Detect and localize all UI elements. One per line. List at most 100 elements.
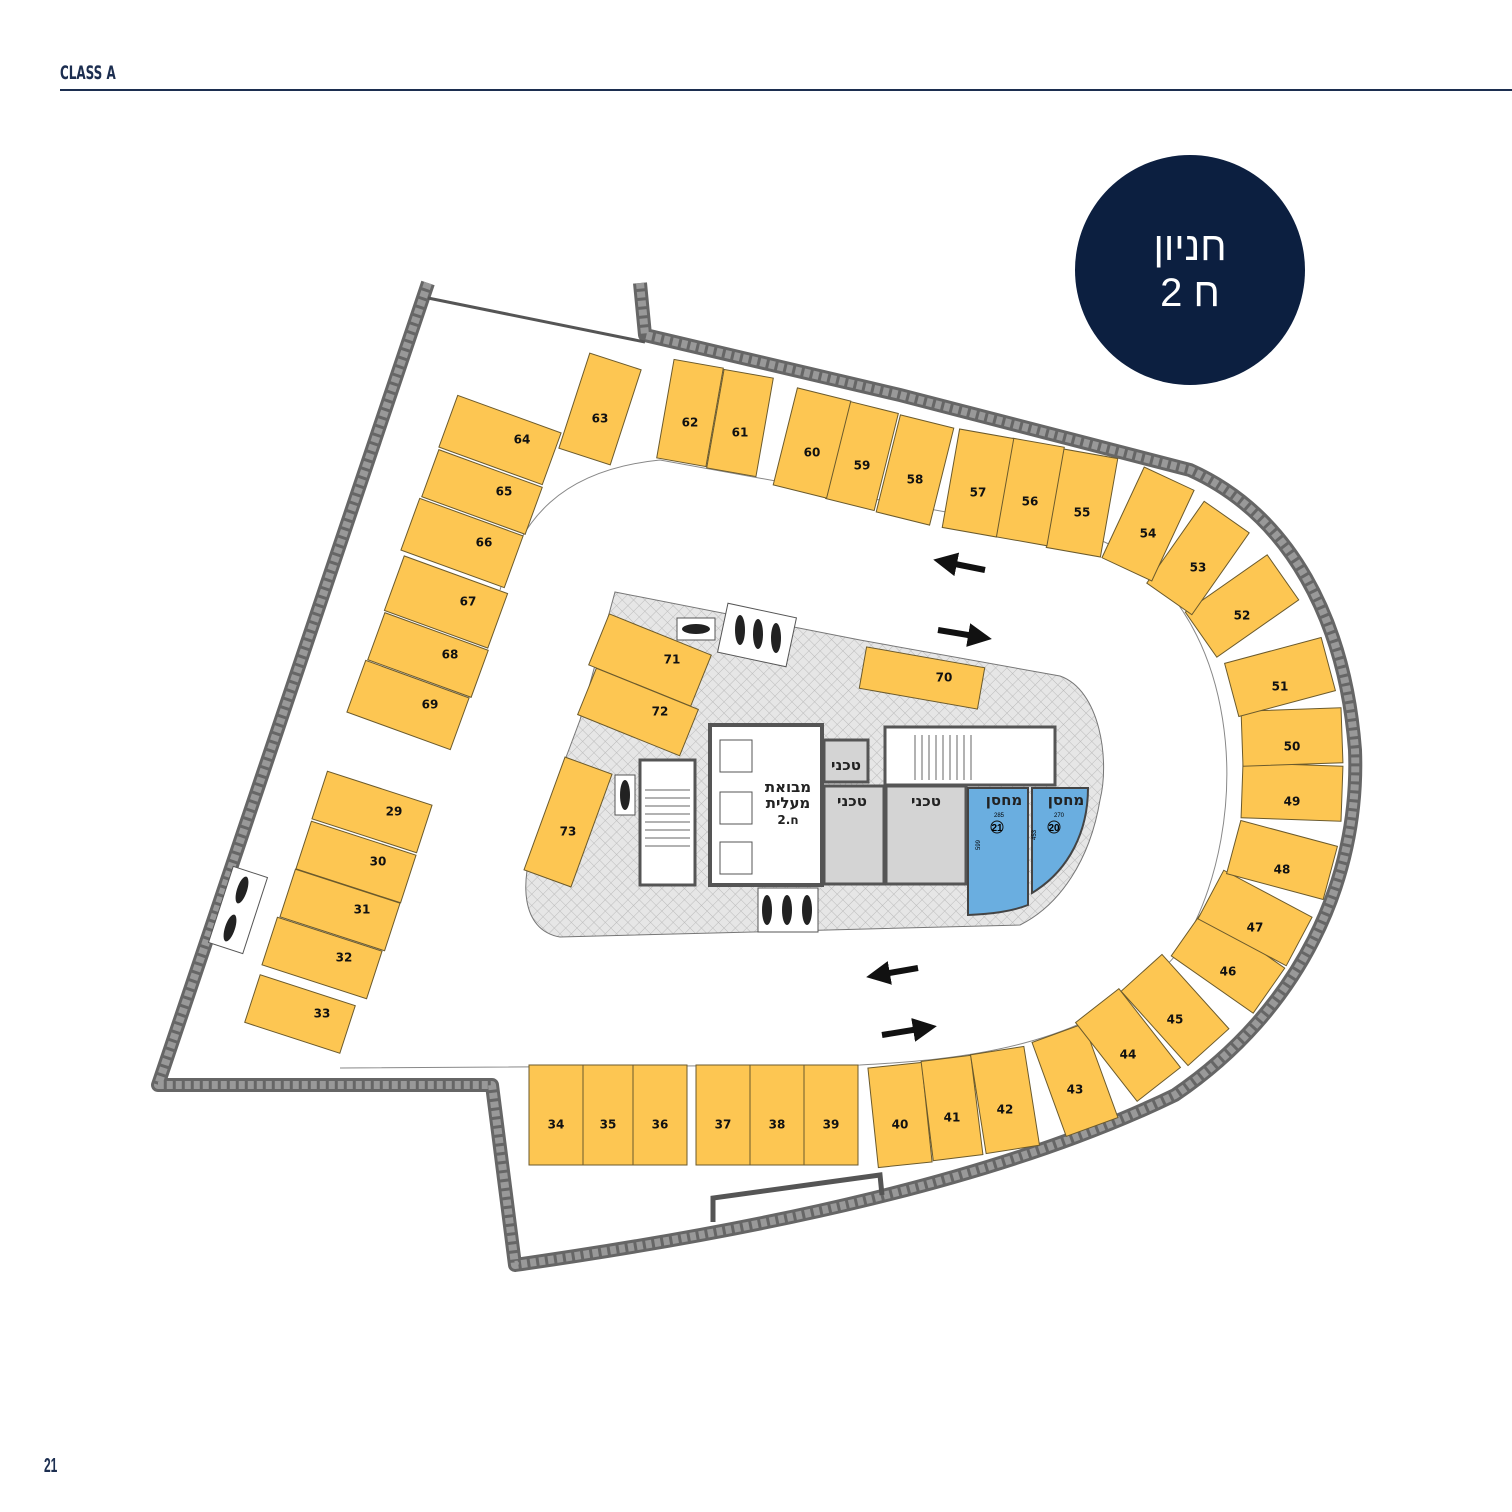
parking-spot-number: 48	[1274, 863, 1291, 877]
parking-spot-number: 34	[548, 1118, 565, 1132]
parking-spot-67	[383, 555, 509, 649]
parking-spot-rect	[875, 414, 955, 526]
parking-spot-68	[367, 612, 489, 698]
parking-spot-50	[1240, 707, 1344, 767]
parking-spot-number: 45	[1167, 1013, 1184, 1027]
parking-spot-number: 58	[907, 473, 924, 487]
traffic-arrows	[866, 552, 992, 1042]
driveway-inner-edge	[339, 459, 1228, 1069]
parking-spot-number: 39	[823, 1118, 840, 1132]
parking-spot-number: 44	[1120, 1048, 1137, 1062]
parking-spot-40	[867, 1061, 933, 1169]
page-number: 21	[44, 1455, 58, 1477]
motorcycle-icon	[735, 615, 745, 645]
parking-spot-number: 60	[804, 446, 821, 460]
parking-spot-number: 51	[1272, 680, 1289, 694]
motorcycle-icon	[235, 876, 249, 904]
floor-badge: חניון ח 2	[1075, 155, 1305, 385]
parking-spot-rect	[632, 1064, 688, 1166]
parking-spot-63	[558, 352, 642, 466]
technical-room-label: טכני	[911, 792, 941, 810]
storage-room-label: מחסן	[986, 791, 1023, 809]
parking-spot-rect	[438, 394, 562, 486]
parking-spot-65	[421, 449, 543, 535]
parking-spot-number: 64	[514, 433, 531, 447]
motorcycle-icon	[753, 619, 763, 649]
parking-spot-44	[1074, 987, 1182, 1103]
parking-spot-53	[1146, 500, 1250, 616]
parking-spot-rect	[383, 555, 509, 649]
storage-depth-dim: 453	[1032, 829, 1038, 840]
motorcycle-icon	[223, 914, 237, 942]
parking-spot-number: 56	[1022, 495, 1039, 509]
arrow-right-icon	[937, 623, 992, 647]
parking-spot-rect	[1240, 707, 1344, 767]
parking-spot-rect	[1031, 1022, 1119, 1138]
parking-spot-34	[528, 1064, 584, 1166]
parking-spot-rect	[656, 358, 724, 468]
parking-spot-number: 71	[664, 653, 681, 667]
motorcycle-icon	[620, 780, 630, 810]
parking-spot-number: 41	[944, 1111, 961, 1125]
parking-spot-72	[576, 667, 700, 757]
parking-spot-30	[295, 820, 417, 904]
parking-spot-rect	[400, 497, 524, 589]
parking-spot-rect	[261, 916, 383, 1000]
parking-spot-rect	[1101, 466, 1195, 582]
parking-spot-rect	[941, 428, 1015, 538]
parking-spot-35	[582, 1064, 634, 1166]
elevator-shaft	[719, 841, 753, 875]
parking-spot-rect	[969, 1045, 1041, 1155]
parking-spot-rect	[1240, 762, 1344, 822]
elevator-shaft	[719, 791, 753, 825]
parking-spot-number: 68	[442, 648, 459, 662]
parking-spot-57	[941, 428, 1015, 538]
motorcycle-icon	[771, 623, 781, 653]
parking-spot-rect	[421, 449, 543, 535]
parking-spot-rect	[695, 1064, 751, 1166]
parking-spot-54	[1101, 466, 1195, 582]
parking-spot-33	[244, 974, 356, 1054]
parking-spot-number: 40	[892, 1118, 909, 1132]
parking-spot-rect	[1120, 953, 1230, 1067]
parking-spot-69	[346, 659, 470, 751]
parking-spot-rect	[1223, 636, 1337, 718]
parking-spot-rect	[1074, 987, 1182, 1103]
parking-spot-number: 33	[314, 1007, 331, 1021]
parking-spot-number: 46	[1220, 965, 1237, 979]
parking-spot-number: 65	[496, 485, 513, 499]
parking-spot-number: 50	[1284, 740, 1301, 754]
elevator-lobby-label-2: מעלית	[766, 794, 811, 812]
arrow-right-icon	[881, 1018, 937, 1042]
parking-spot-number: 29	[386, 805, 403, 819]
parking-spot-number: 69	[422, 698, 439, 712]
parking-spot-48	[1225, 819, 1339, 901]
parking-spot-number: 59	[854, 459, 871, 473]
parking-spot-number: 38	[769, 1118, 786, 1132]
parking-spot-number: 62	[682, 416, 699, 430]
parking-spot-number: 42	[997, 1103, 1014, 1117]
parking-spot-number: 73	[560, 825, 577, 839]
arrow-left-icon	[866, 961, 919, 985]
parking-spot-rect	[528, 1064, 584, 1166]
parking-spot-number: 30	[370, 855, 387, 869]
parking-spot-number: 31	[354, 903, 371, 917]
arrow-left-icon	[933, 552, 986, 577]
parking-spot-number: 63	[592, 412, 609, 426]
parking-spot-52	[1184, 554, 1300, 658]
parking-spot-number: 61	[732, 426, 749, 440]
parking-spot-number: 67	[460, 595, 477, 609]
parking-spot-number: 57	[970, 486, 987, 500]
parking-spot-60	[772, 387, 852, 499]
parking-spot-73	[523, 756, 613, 888]
storage-room-number: 20	[1048, 823, 1060, 834]
storage-width-dim: 285	[994, 813, 1005, 819]
parking-spot-number: 35	[600, 1118, 617, 1132]
parking-spot-number: 53	[1190, 561, 1207, 575]
parking-spot-rect	[346, 659, 470, 751]
parking-spot-number: 52	[1234, 609, 1251, 623]
technical-rooms: טכני טכני טכני	[822, 738, 968, 886]
outer-walls	[151, 280, 1363, 1272]
